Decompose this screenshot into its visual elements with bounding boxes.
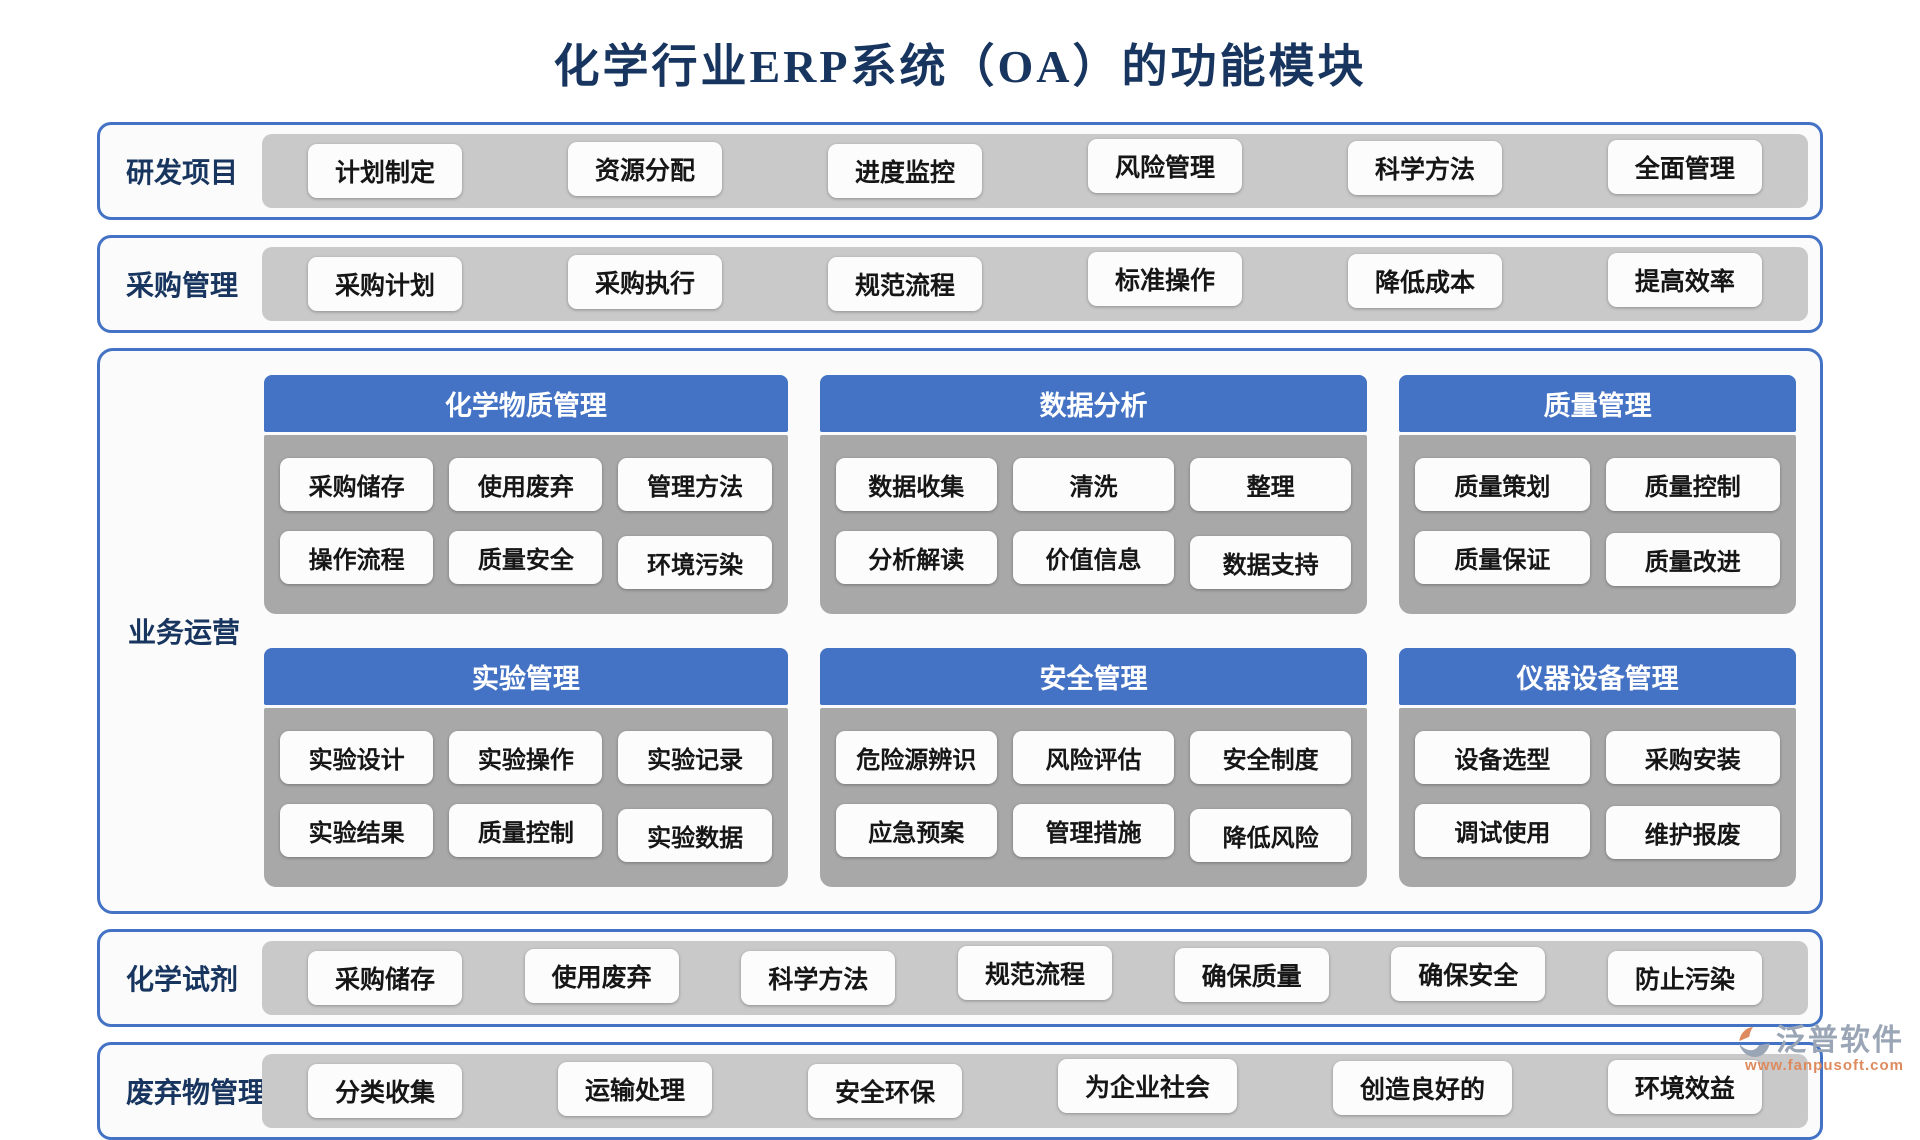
module-chip: 维护报废 xyxy=(1605,806,1780,859)
module-chip: 操作流程 xyxy=(280,531,434,584)
module-chip: 环境污染 xyxy=(618,536,772,589)
band-waste-mgmt: 废弃物管理 分类收集运输处理安全环保为企业社会创造良好的环境效益 xyxy=(97,1042,1823,1140)
panel-data-analysis-body: 数据收集清洗整理分析解读价值信息数据支持 xyxy=(819,435,1368,614)
module-chip: 采购计划 xyxy=(308,257,463,311)
module-chip: 质量改进 xyxy=(1605,533,1780,586)
module-chip: 确保质量 xyxy=(1174,948,1329,1002)
module-chip: 数据支持 xyxy=(1190,536,1352,589)
panel-safety-mgmt-title: 安全管理 xyxy=(819,648,1368,705)
section-business-operations: 业务运营 化学物质管理 采购储存使用废弃管理方法操作流程质量安全环境污染 数据分… xyxy=(97,348,1823,914)
module-chip: 使用废弃 xyxy=(449,458,603,511)
module-chip: 设备选型 xyxy=(1415,731,1590,784)
panel-safety-mgmt: 安全管理 危险源辨识风险评估安全制度应急预案管理措施降低风险 xyxy=(819,648,1368,887)
module-chip: 为企业社会 xyxy=(1057,1059,1237,1113)
band-procurement-label: 采购管理 xyxy=(126,271,239,302)
module-chip: 质量控制 xyxy=(449,804,603,857)
band-chemical-reagent-strip: 采购储存 使用废弃 科学方法 规范流程 确保质量 确保安全 防止污染 xyxy=(262,941,1808,1015)
band-waste-mgmt-strip: 分类收集运输处理安全环保为企业社会创造良好的环境效益 xyxy=(262,1054,1808,1128)
section-business-operations-label: 业务运营 xyxy=(128,618,241,649)
module-chip: 分析解读 xyxy=(835,531,997,584)
panel-experiment-mgmt: 实验管理 实验设计实验操作实验记录实验结果质量控制实验数据 xyxy=(264,648,788,887)
band-rd-project-strip: 计划制定 资源分配 进度监控 风险管理 科学方法 全面管理 xyxy=(262,134,1808,208)
panel-data-analysis-title: 数据分析 xyxy=(819,375,1368,432)
panel-instrument-equipment-mgmt: 仪器设备管理 设备选型采购安装调试使用维护报废 xyxy=(1399,648,1796,887)
module-chip: 管理措施 xyxy=(1012,804,1175,857)
panel-chemical-substance-mgmt-title: 化学物质管理 xyxy=(264,375,788,432)
band-procurement-strip: 采购计划 采购执行 规范流程 标准操作 降低成本 提高效率 xyxy=(262,247,1808,321)
module-chip: 采购安装 xyxy=(1605,731,1780,784)
module-chip: 标准操作 xyxy=(1087,252,1242,306)
module-chip: 风险评估 xyxy=(1012,731,1175,784)
module-chip: 运输处理 xyxy=(557,1062,712,1116)
footer-brand-name: 泛普软件 xyxy=(1776,1024,1904,1057)
module-chip: 风险管理 xyxy=(1087,139,1242,193)
module-chip: 规范流程 xyxy=(957,946,1112,1000)
module-chip: 清洗 xyxy=(1012,458,1175,511)
diagram: 研发项目 计划制定资源分配进度监控风险管理科学方法全面管理 采购管理 采购计划采… xyxy=(97,122,1823,1140)
module-chip: 实验数据 xyxy=(618,809,772,862)
panel-chemical-substance-mgmt-body: 采购储存使用废弃管理方法操作流程质量安全环境污染 xyxy=(264,435,788,614)
footer-brand: 泛普软件 www.fanpusoft.com xyxy=(1737,1015,1904,1074)
module-chip: 质量控制 xyxy=(1605,458,1780,511)
module-chip: 危险源辨识 xyxy=(835,731,997,784)
module-chip: 实验结果 xyxy=(280,804,434,857)
module-chip: 调试使用 xyxy=(1415,804,1590,857)
module-chip: 资源分配 xyxy=(567,142,722,196)
module-chip: 进度监控 xyxy=(827,144,982,198)
band-waste-mgmt-label: 废弃物管理 xyxy=(126,1078,267,1109)
band-chemical-reagent: 化学试剂 采购储存 使用废弃 科学方法 规范流程 确保质量 确保安全 防止污染 xyxy=(97,929,1823,1027)
module-chip: 价值信息 xyxy=(1012,531,1175,584)
module-chip: 安全环保 xyxy=(807,1064,962,1118)
band-chemical-reagent-label: 化学试剂 xyxy=(126,965,239,996)
module-chip: 科学方法 xyxy=(741,951,896,1005)
page-title: 化学行业ERP系统（OA）的功能模块 xyxy=(553,41,1367,92)
module-chip: 创造良好的 xyxy=(1332,1061,1512,1115)
band-rd-project-label: 研发项目 xyxy=(126,158,239,189)
operations-panel-grid: 化学物质管理 采购储存使用废弃管理方法操作流程质量安全环境污染 数据分析 数据收… xyxy=(264,375,1806,887)
band-procurement: 采购管理 采购计划 采购执行 规范流程 标准操作 降低成本 提高效率 xyxy=(97,235,1823,333)
module-chip: 管理方法 xyxy=(618,458,772,511)
panel-quality-mgmt-title: 质量管理 xyxy=(1399,375,1796,432)
module-chip: 整理 xyxy=(1190,458,1352,511)
module-chip: 质量安全 xyxy=(449,531,603,584)
module-chip: 数据收集 xyxy=(835,458,997,511)
module-chip: 规范流程 xyxy=(827,257,982,311)
module-chip: 防止污染 xyxy=(1607,951,1762,1005)
panel-safety-mgmt-body: 危险源辨识风险评估安全制度应急预案管理措施降低风险 xyxy=(819,708,1368,887)
module-chip: 质量保证 xyxy=(1415,531,1590,584)
module-chip: 实验操作 xyxy=(449,731,603,784)
module-chip: 采购储存 xyxy=(280,458,434,511)
module-chip: 应急预案 xyxy=(835,804,997,857)
module-chip: 采购储存 xyxy=(308,951,463,1005)
footer-brand-url[interactable]: www.fanpusoft.com xyxy=(1745,1057,1904,1074)
module-chip: 分类收集 xyxy=(308,1064,463,1118)
footer-brand-row: 泛普软件 xyxy=(1737,1015,1904,1059)
module-chip: 确保安全 xyxy=(1391,947,1546,1001)
panel-instrument-equipment-mgmt-title: 仪器设备管理 xyxy=(1399,648,1796,705)
module-chip: 科学方法 xyxy=(1347,141,1502,195)
fanpu-logo-icon xyxy=(1737,1025,1771,1059)
module-chip: 全面管理 xyxy=(1607,140,1762,194)
module-chip: 质量策划 xyxy=(1415,458,1590,511)
panel-quality-mgmt-body: 质量策划质量控制质量保证质量改进 xyxy=(1399,435,1796,614)
module-chip: 降低风险 xyxy=(1190,809,1352,862)
panel-data-analysis: 数据分析 数据收集清洗整理分析解读价值信息数据支持 xyxy=(819,375,1368,614)
module-chip: 使用废弃 xyxy=(524,949,679,1003)
module-chip: 安全制度 xyxy=(1190,731,1352,784)
panel-instrument-equipment-mgmt-body: 设备选型采购安装调试使用维护报废 xyxy=(1399,708,1796,887)
module-chip: 实验设计 xyxy=(280,731,434,784)
module-chip: 降低成本 xyxy=(1347,254,1502,308)
panel-experiment-mgmt-title: 实验管理 xyxy=(264,648,788,705)
band-rd-project: 研发项目 计划制定 资源分配 进度监控 风险管理 科学方法 全面管理 xyxy=(97,122,1823,220)
panel-quality-mgmt: 质量管理 质量策划质量控制质量保证质量改进 xyxy=(1399,375,1796,614)
module-chip: 提高效率 xyxy=(1607,253,1762,307)
panel-experiment-mgmt-body: 实验设计实验操作实验记录实验结果质量控制实验数据 xyxy=(264,708,788,887)
module-chip: 采购执行 xyxy=(567,255,722,309)
panel-chemical-substance-mgmt: 化学物质管理 采购储存使用废弃管理方法操作流程质量安全环境污染 xyxy=(264,375,788,614)
module-chip: 计划制定 xyxy=(308,144,463,198)
module-chip: 实验记录 xyxy=(618,731,772,784)
